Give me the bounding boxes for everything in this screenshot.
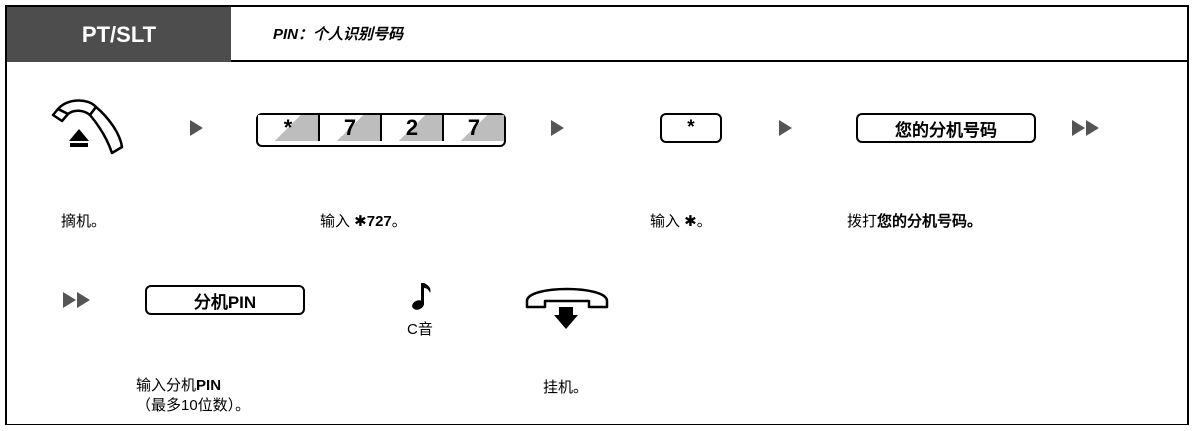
key-your-extension: 您的分机号码 (856, 113, 1036, 143)
tone-label: C音 (407, 321, 433, 338)
key-star-single: * (660, 113, 722, 143)
step-dial-extension: 拨打您的分机号码。 (847, 213, 983, 230)
instruction-frame (5, 5, 1189, 425)
handset-onhook-icon (525, 287, 609, 329)
double-arrow-icon (1072, 120, 1104, 136)
header-subtitle: PIN：个人识别号码 (273, 26, 404, 43)
step-enter-727: 输入 ✱727。 (320, 213, 407, 230)
key-7: 7 (318, 115, 380, 141)
key-extension-pin: 分机PIN (145, 285, 305, 315)
header-title: PT/SLT (7, 7, 231, 62)
top-border (5, 5, 1189, 7)
key-star: * (258, 115, 318, 141)
arrow-right-icon (190, 120, 203, 136)
step-enter-pin: 输入分机PIN （最多10位数）。 (136, 377, 251, 414)
key-sequence-727: * 7 2 7 (256, 113, 506, 147)
double-arrow-icon (63, 292, 95, 308)
step-offhook: 摘机。 (61, 213, 107, 230)
arrow-right-icon (779, 120, 792, 136)
arrow-right-icon (551, 120, 564, 136)
header-divider (231, 60, 1187, 62)
step-enter-star: 输入 ✱。 (650, 213, 712, 230)
key-2: 2 (380, 115, 442, 141)
step-onhook: 挂机。 (543, 379, 589, 396)
key-7b: 7 (442, 115, 504, 141)
handset-offhook-icon (51, 99, 124, 155)
music-note-icon (412, 283, 431, 310)
